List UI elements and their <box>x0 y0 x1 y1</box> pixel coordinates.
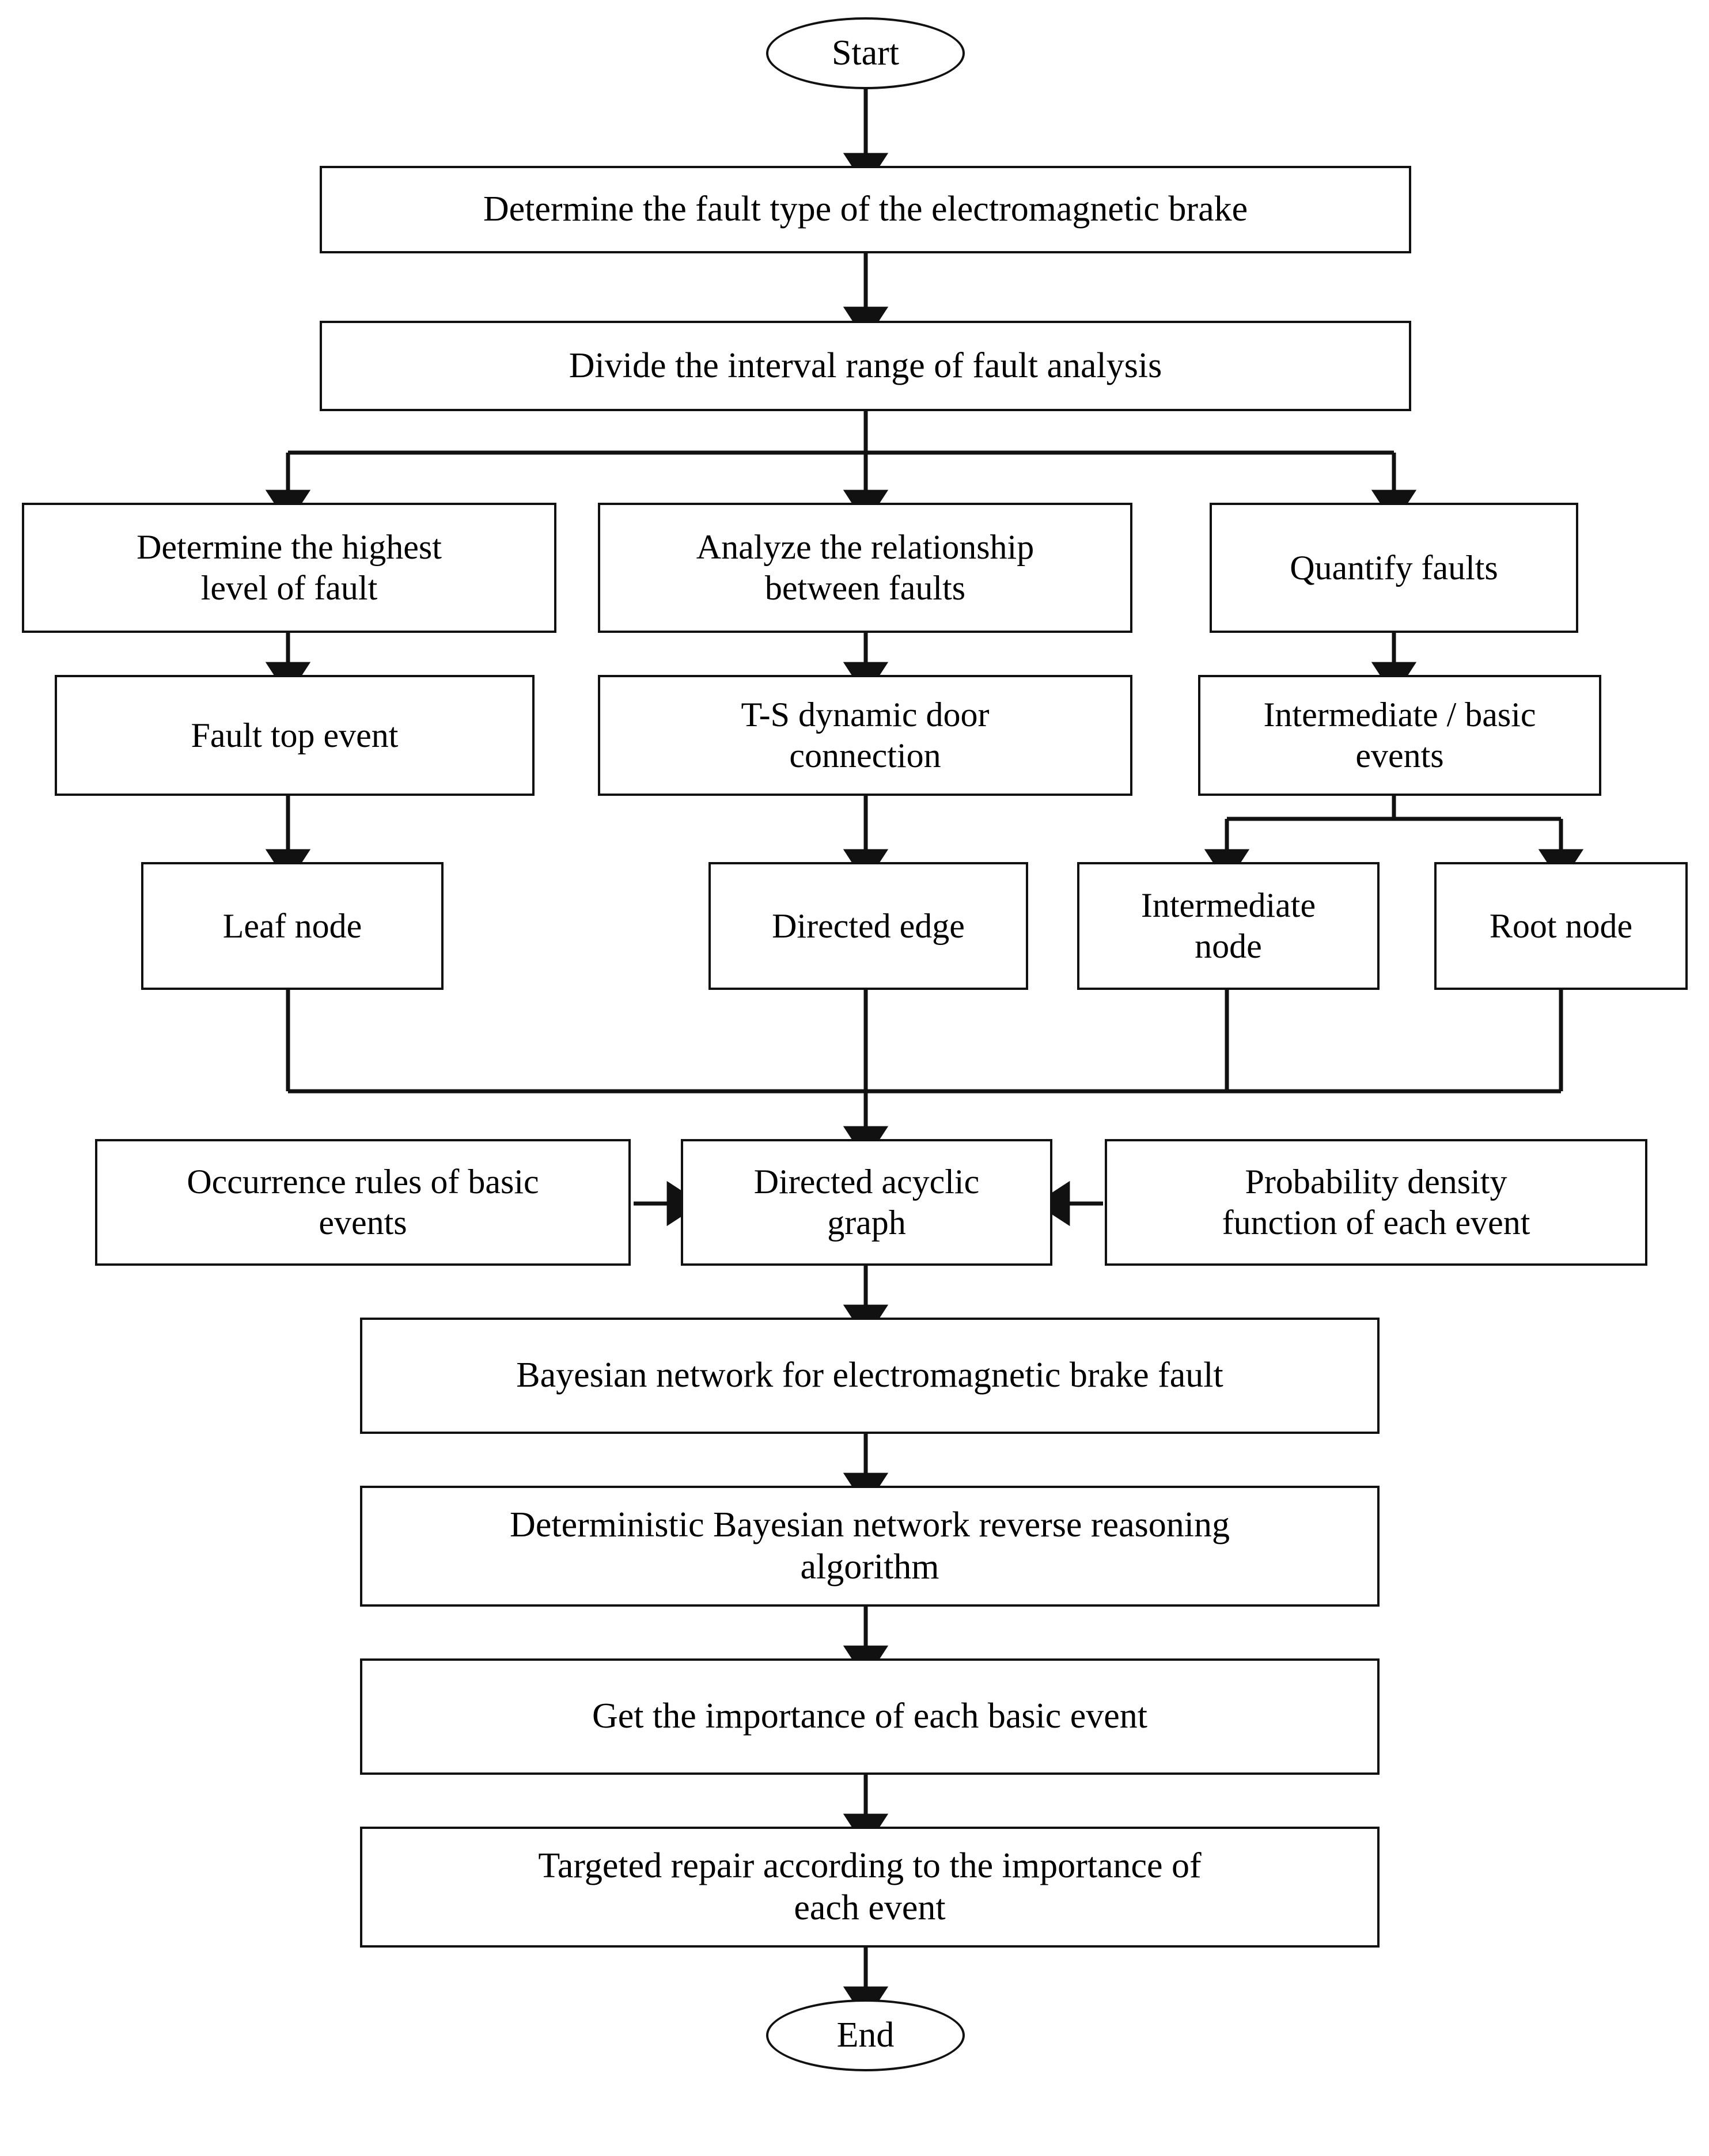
node-deterministic-algorithm-label: Deterministic Bayesian network reverse r… <box>510 1505 1230 1586</box>
node-intermediate-node-label: Intermediate node <box>1140 886 1316 965</box>
node-root-node-label: Root node <box>1489 906 1633 945</box>
node-probability-density-label: Probability density function of each eve… <box>1222 1163 1530 1242</box>
node-probability-density[interactable]: Probability density function of each eve… <box>1105 1139 1647 1266</box>
node-ts-dynamic-door[interactable]: T-S dynamic door connection <box>598 675 1132 796</box>
node-start[interactable]: Start <box>766 17 965 89</box>
node-directed-edge-label: Directed edge <box>772 906 965 945</box>
node-intermediate-basic-events-label: Intermediate / basic events <box>1263 696 1536 775</box>
node-determine-fault-type[interactable]: Determine the fault type of the electrom… <box>320 166 1411 253</box>
node-start-label: Start <box>831 33 900 73</box>
node-leaf-node-label: Leaf node <box>222 906 362 945</box>
node-determine-highest-level-label: Determine the highest level of fault <box>137 528 442 607</box>
node-directed-edge[interactable]: Directed edge <box>708 862 1028 990</box>
node-occurrence-rules-label: Occurrence rules of basic events <box>187 1163 539 1242</box>
node-determine-highest-level[interactable]: Determine the highest level of fault <box>22 503 556 633</box>
node-directed-acyclic-graph[interactable]: Directed acyclic graph <box>681 1139 1052 1266</box>
node-occurrence-rules[interactable]: Occurrence rules of basic events <box>95 1139 631 1266</box>
node-fault-top-event[interactable]: Fault top event <box>55 675 535 796</box>
node-quantify-faults-label: Quantify faults <box>1290 548 1498 587</box>
node-ts-dynamic-door-label: T-S dynamic door connection <box>741 696 990 775</box>
node-bayesian-network[interactable]: Bayesian network for electromagnetic bra… <box>360 1318 1380 1434</box>
node-deterministic-algorithm[interactable]: Deterministic Bayesian network reverse r… <box>360 1486 1380 1607</box>
node-leaf-node[interactable]: Leaf node <box>141 862 444 990</box>
node-get-importance-label: Get the importance of each basic event <box>592 1696 1147 1736</box>
node-root-node[interactable]: Root node <box>1434 862 1688 990</box>
node-divide-interval[interactable]: Divide the interval range of fault analy… <box>320 321 1411 411</box>
node-intermediate-node[interactable]: Intermediate node <box>1077 862 1380 990</box>
node-end-label: End <box>836 2015 895 2055</box>
node-directed-acyclic-graph-label: Directed acyclic graph <box>753 1163 980 1242</box>
node-intermediate-basic-events[interactable]: Intermediate / basic events <box>1198 675 1601 796</box>
node-divide-interval-label: Divide the interval range of fault analy… <box>569 346 1162 385</box>
node-bayesian-network-label: Bayesian network for electromagnetic bra… <box>516 1356 1223 1395</box>
node-quantify-faults[interactable]: Quantify faults <box>1210 503 1578 633</box>
node-analyze-relationship[interactable]: Analyze the relationship between faults <box>598 503 1132 633</box>
node-get-importance[interactable]: Get the importance of each basic event <box>360 1658 1380 1775</box>
node-fault-top-event-label: Fault top event <box>191 716 399 754</box>
node-end[interactable]: End <box>766 1999 965 2071</box>
node-targeted-repair-label: Targeted repair according to the importa… <box>538 1846 1202 1927</box>
node-targeted-repair[interactable]: Targeted repair according to the importa… <box>360 1827 1380 1948</box>
node-determine-fault-type-label: Determine the fault type of the electrom… <box>483 189 1248 229</box>
node-analyze-relationship-label: Analyze the relationship between faults <box>696 528 1035 607</box>
